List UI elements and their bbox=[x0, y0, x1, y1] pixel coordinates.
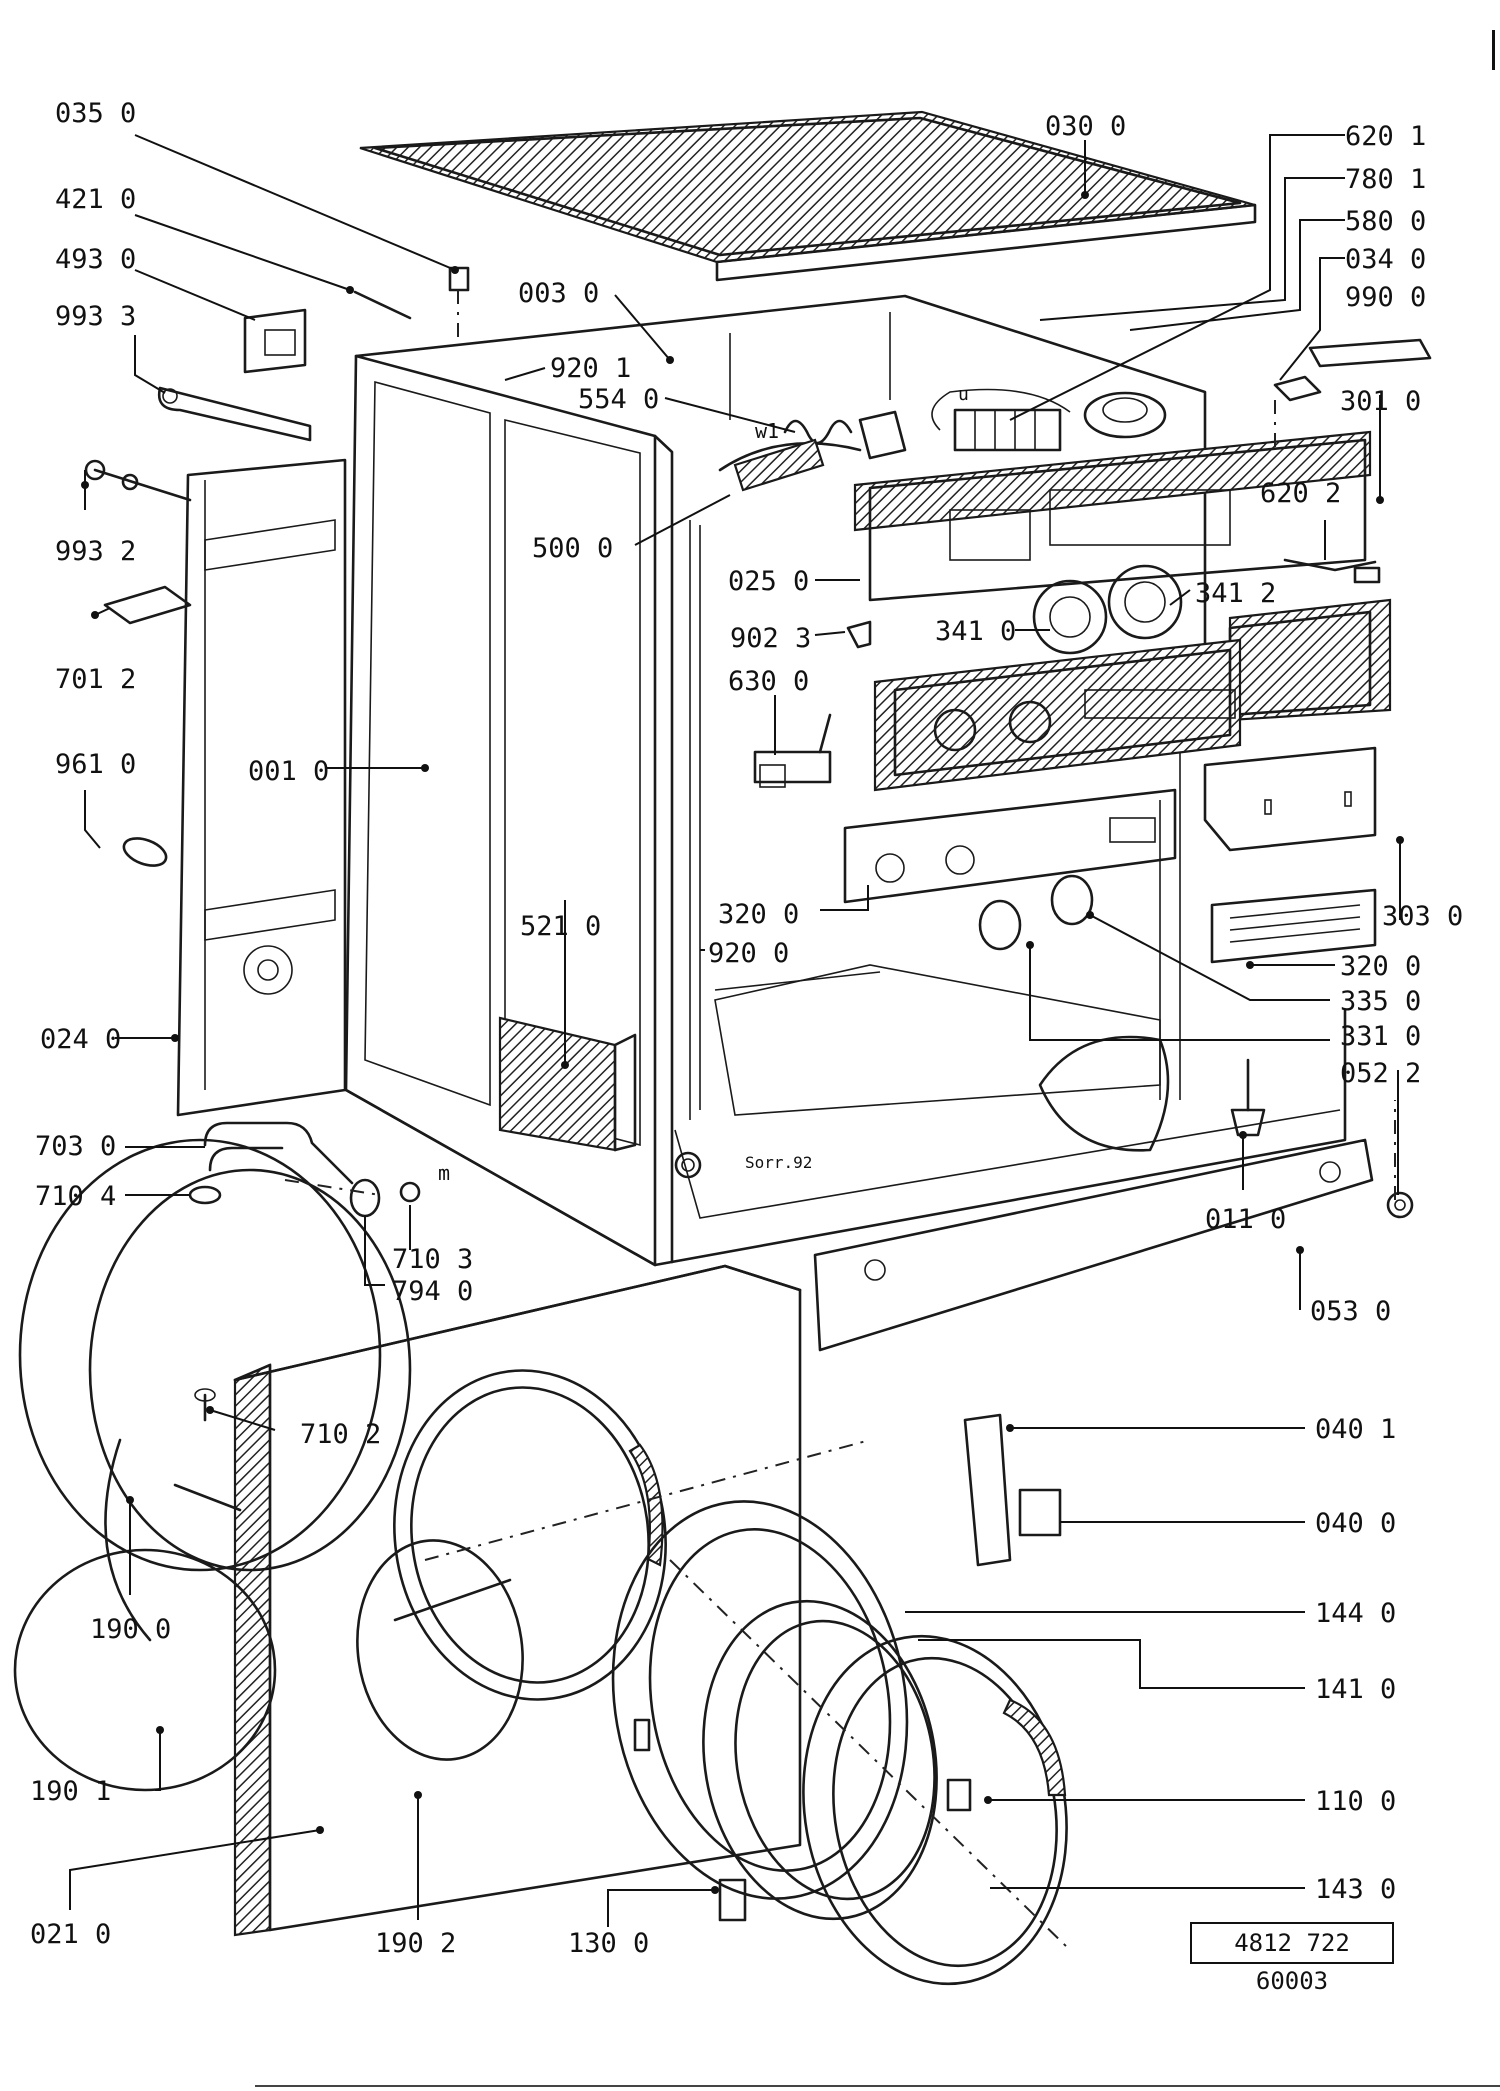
label-190-1: 190 1 bbox=[30, 1776, 111, 1807]
label-620-2: 620 2 bbox=[1260, 478, 1341, 509]
label-143-0: 143 0 bbox=[1315, 1874, 1396, 1905]
mark-plate: Sorr.92 bbox=[745, 1153, 812, 1172]
label-580-0: 580 0 bbox=[1345, 206, 1426, 237]
label-920-0: 920 0 bbox=[708, 938, 789, 969]
label-320-0-panel: 320 0 bbox=[718, 899, 799, 930]
label-630-0: 630 0 bbox=[728, 666, 809, 697]
back-panel bbox=[176, 458, 347, 1117]
label-920-1: 920 1 bbox=[550, 353, 631, 384]
part-labels: 035 0 421 0 493 0 993 3 030 0 620 1 780 … bbox=[30, 98, 1463, 1959]
front-panel bbox=[233, 1264, 802, 1937]
leader-dots bbox=[81, 191, 1404, 1894]
mark-w1: w1 bbox=[755, 419, 779, 443]
label-335-0: 335 0 bbox=[1340, 986, 1421, 1017]
control-panel-assembly bbox=[843, 430, 1392, 964]
label-701-2: 701 2 bbox=[55, 664, 136, 695]
small-components bbox=[84, 266, 1432, 1352]
label-011-0: 011 0 bbox=[1205, 1204, 1286, 1235]
edge-mark bbox=[1492, 30, 1495, 70]
label-003-0: 003 0 bbox=[518, 278, 599, 309]
label-794-0: 794 0 bbox=[392, 1276, 473, 1307]
cabinet-frame bbox=[344, 294, 1347, 1267]
label-620-1: 620 1 bbox=[1345, 121, 1426, 152]
tub-assembly bbox=[13, 1138, 412, 1792]
label-025-0: 025 0 bbox=[728, 566, 809, 597]
label-993-3: 993 3 bbox=[55, 301, 136, 332]
label-040-1: 040 1 bbox=[1315, 1414, 1396, 1445]
label-341-0: 341 0 bbox=[935, 616, 1016, 647]
label-021-0: 021 0 bbox=[30, 1919, 111, 1950]
mark-m: m bbox=[438, 1161, 450, 1185]
label-034-0: 034 0 bbox=[1345, 244, 1426, 275]
label-190-2: 190 2 bbox=[375, 1928, 456, 1959]
label-331-0: 331 0 bbox=[1340, 1021, 1421, 1052]
label-993-2: 993 2 bbox=[55, 536, 136, 567]
door-assembly bbox=[611, 1413, 1068, 1986]
label-141-0: 141 0 bbox=[1315, 1674, 1396, 1705]
label-421-0: 421 0 bbox=[55, 184, 136, 215]
label-990-0: 990 0 bbox=[1345, 282, 1426, 313]
label-001-0: 001 0 bbox=[248, 756, 329, 787]
label-144-0: 144 0 bbox=[1315, 1598, 1396, 1629]
mark-u: u bbox=[958, 384, 969, 405]
label-110-0: 110 0 bbox=[1315, 1786, 1396, 1817]
assembly-axes bbox=[284, 290, 1396, 1951]
label-303-0: 303 0 bbox=[1382, 901, 1463, 932]
label-710-3: 710 3 bbox=[392, 1244, 473, 1275]
top-cover bbox=[359, 110, 1257, 282]
label-035-0: 035 0 bbox=[55, 98, 136, 129]
label-902-3: 902 3 bbox=[730, 623, 811, 654]
label-130-0: 130 0 bbox=[568, 1928, 649, 1959]
label-030-0: 030 0 bbox=[1045, 111, 1126, 142]
label-961-0: 961 0 bbox=[55, 749, 136, 780]
label-190-0: 190 0 bbox=[90, 1614, 171, 1645]
label-780-1: 780 1 bbox=[1345, 164, 1426, 195]
label-500-0: 500 0 bbox=[532, 533, 613, 564]
label-341-2: 341 2 bbox=[1195, 578, 1276, 609]
label-521-0: 521 0 bbox=[520, 911, 601, 942]
label-301-0: 301 0 bbox=[1340, 386, 1421, 417]
label-710-2: 710 2 bbox=[300, 1419, 381, 1450]
label-052-2: 052 2 bbox=[1340, 1058, 1421, 1089]
label-320-0-plate: 320 0 bbox=[1340, 951, 1421, 982]
label-493-0: 493 0 bbox=[55, 244, 136, 275]
label-703-0: 703 0 bbox=[35, 1131, 116, 1162]
drawing-number: 4812 722 60003 bbox=[1190, 1922, 1394, 1995]
bottom-rule bbox=[255, 2085, 1500, 2087]
label-554-0: 554 0 bbox=[578, 384, 659, 415]
leader-lines bbox=[69, 134, 1401, 1927]
label-024-0: 024 0 bbox=[40, 1024, 121, 1055]
label-040-0: 040 0 bbox=[1315, 1508, 1396, 1539]
label-710-4: 710 4 bbox=[35, 1181, 116, 1212]
label-053-0: 053 0 bbox=[1310, 1296, 1391, 1327]
